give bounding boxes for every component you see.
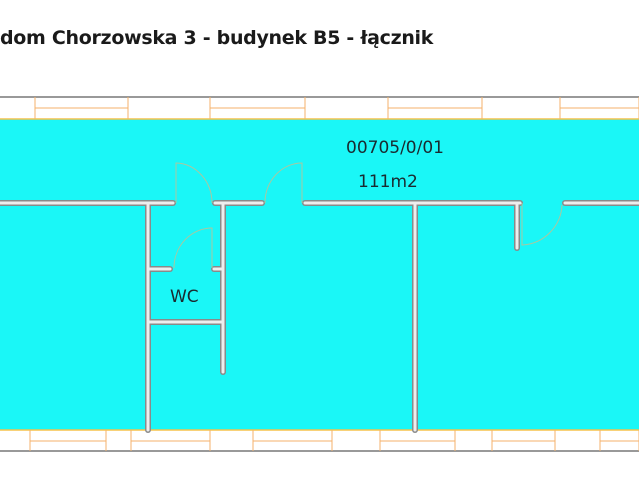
window-top xyxy=(387,97,483,119)
room-area: 111m2 xyxy=(358,172,418,192)
window-top xyxy=(209,97,306,119)
window-bottom xyxy=(252,430,333,451)
window-top xyxy=(34,97,129,119)
window-bottom xyxy=(491,430,556,451)
window-bottom xyxy=(29,430,107,451)
room-floor xyxy=(0,119,639,430)
door-1 xyxy=(175,162,213,204)
plan-title: dom Chorzowska 3 - budynek B5 - łącznik xyxy=(0,27,434,49)
room-id: 00705/0/01 xyxy=(346,138,444,158)
window-bottom xyxy=(379,430,456,451)
door-2 xyxy=(264,162,303,204)
window-bottom xyxy=(599,430,639,451)
window-top xyxy=(559,97,639,119)
window-bottom xyxy=(130,430,211,451)
wc-label: WC xyxy=(170,287,199,307)
door-wc xyxy=(173,227,213,269)
door-3 xyxy=(521,203,563,246)
